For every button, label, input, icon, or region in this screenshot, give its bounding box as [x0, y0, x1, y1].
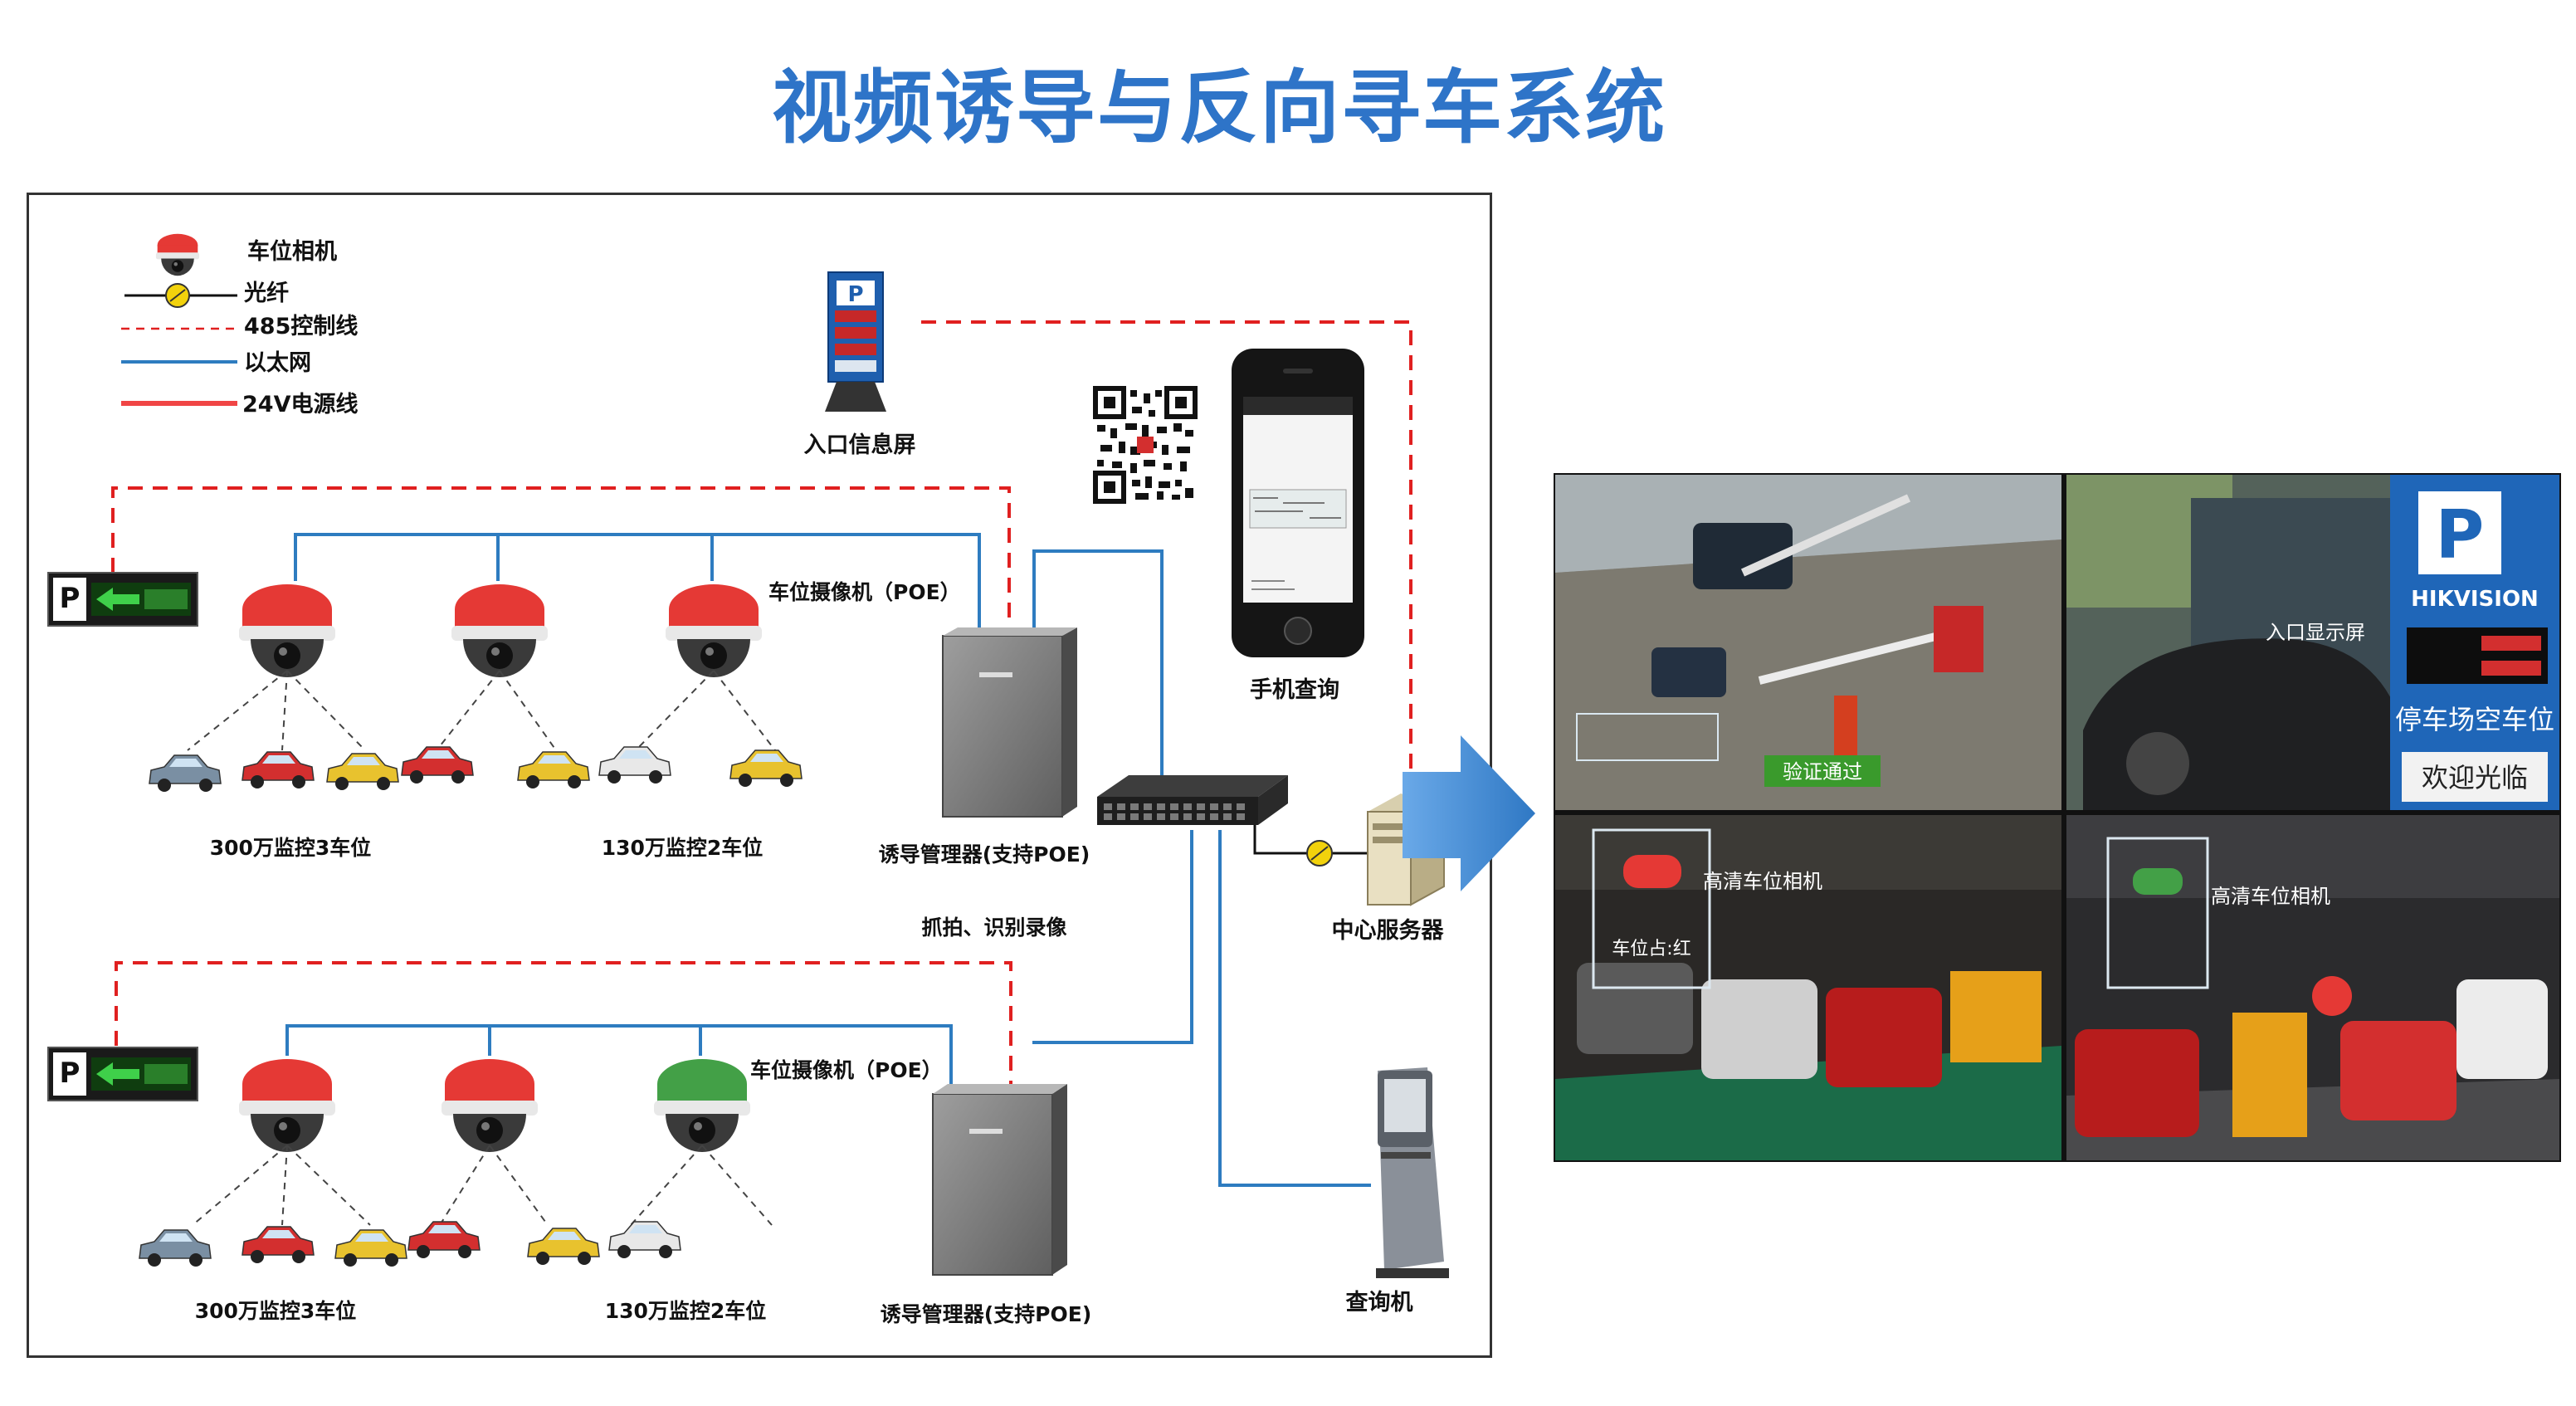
manager-label-bottom: 诱导管理器(支持POE)	[881, 1302, 1092, 1326]
sign-small-text: 入口显示屏	[2266, 621, 2365, 644]
legend-power-label: 24V电源线	[242, 392, 358, 417]
gate-overlay-text: 验证通过	[1783, 760, 1862, 784]
rs485-links	[111, 320, 1412, 1094]
qr-code	[1093, 386, 1198, 504]
guidance-manager-bottom	[932, 1084, 1067, 1276]
cam13mp-label-bottom: 130万监控2车位	[605, 1299, 767, 1323]
camera-poe-label-bottom: 车位摄像机（POE）	[750, 1058, 943, 1082]
sign-line2: 欢迎光临	[2422, 762, 2528, 793]
legend-fiber-label: 光纤	[243, 281, 289, 306]
photo-entrance-sign: P HIKVISION 停车场空车位 欢迎光临 入口显示屏	[2066, 475, 2559, 810]
guidance-sign-bottom	[47, 1047, 198, 1101]
cam-label-right: 高清车位相机	[2211, 885, 2330, 908]
legend-ethernet-label: 以太网	[244, 350, 311, 376]
cars-top	[149, 746, 803, 793]
manager-label-top: 诱导管理器(支持POE)	[879, 842, 1090, 867]
server-label: 中心服务器	[1332, 918, 1445, 944]
svg-text:P: P	[2436, 496, 2485, 574]
cam3mp-label-top: 300万监控3车位	[210, 836, 372, 860]
phone-label: 手机查询	[1250, 677, 1339, 703]
camera-bottom-1	[239, 1059, 335, 1152]
camera-top-2	[451, 584, 548, 677]
cam3mp-label-bottom: 300万监控3车位	[195, 1299, 357, 1323]
monitor-lines-top	[187, 670, 776, 751]
kiosk-label: 查询机	[1346, 1290, 1413, 1316]
entrance-screen: P	[825, 271, 886, 412]
svg-text:P: P	[847, 282, 863, 307]
legend-camera-label: 车位相机	[247, 238, 337, 265]
photo-entrance-gate: 验证通过	[1555, 475, 2061, 810]
sign-brand: HIKVISION	[2411, 587, 2539, 612]
photo-parking-green: 高清车位相机	[2066, 815, 2559, 1160]
sign-line1: 停车场空车位	[2395, 704, 2554, 735]
slot-text: 车位占:红	[1612, 939, 1690, 959]
monitor-lines-bottom	[192, 1145, 773, 1226]
cam-label-left: 高清车位相机	[1703, 870, 1822, 893]
flow-arrow	[1403, 735, 1535, 891]
camera-bottom-3	[654, 1059, 750, 1152]
network-switch	[1097, 775, 1288, 825]
camera-poe-label-top: 车位摄像机（POE）	[768, 580, 961, 604]
legend-485-label: 485控制线	[244, 314, 358, 339]
photo-collage: 验证通过 P HIKVISION 停车场空车位 欢迎光临 入口显示屏	[1554, 473, 2561, 1162]
camera-top-1	[239, 584, 335, 677]
camera-bottom-2	[442, 1059, 538, 1152]
page-title: 视频诱导与反向寻车系统	[772, 61, 1666, 154]
legend-camera-icon	[155, 233, 200, 276]
guidance-sign-top	[47, 572, 198, 627]
legend: 车位相机 光纤 485控制线 以太网 24V电源线	[121, 233, 358, 417]
query-kiosk	[1376, 1067, 1449, 1278]
photo-parking-red: 车位占:红 高清车位相机	[1555, 815, 2061, 1160]
ethernet-links	[285, 533, 1371, 1187]
entrance-screen-label: 入口信息屏	[804, 432, 916, 458]
fiber-link	[1253, 822, 1371, 867]
capture-note: 抓拍、识别录像	[921, 915, 1066, 940]
cars-bottom	[139, 1221, 681, 1267]
camera-top-3	[666, 584, 762, 677]
guidance-manager-top	[942, 627, 1077, 818]
cam13mp-label-top: 130万监控2车位	[602, 836, 764, 860]
phone	[1232, 349, 1364, 657]
